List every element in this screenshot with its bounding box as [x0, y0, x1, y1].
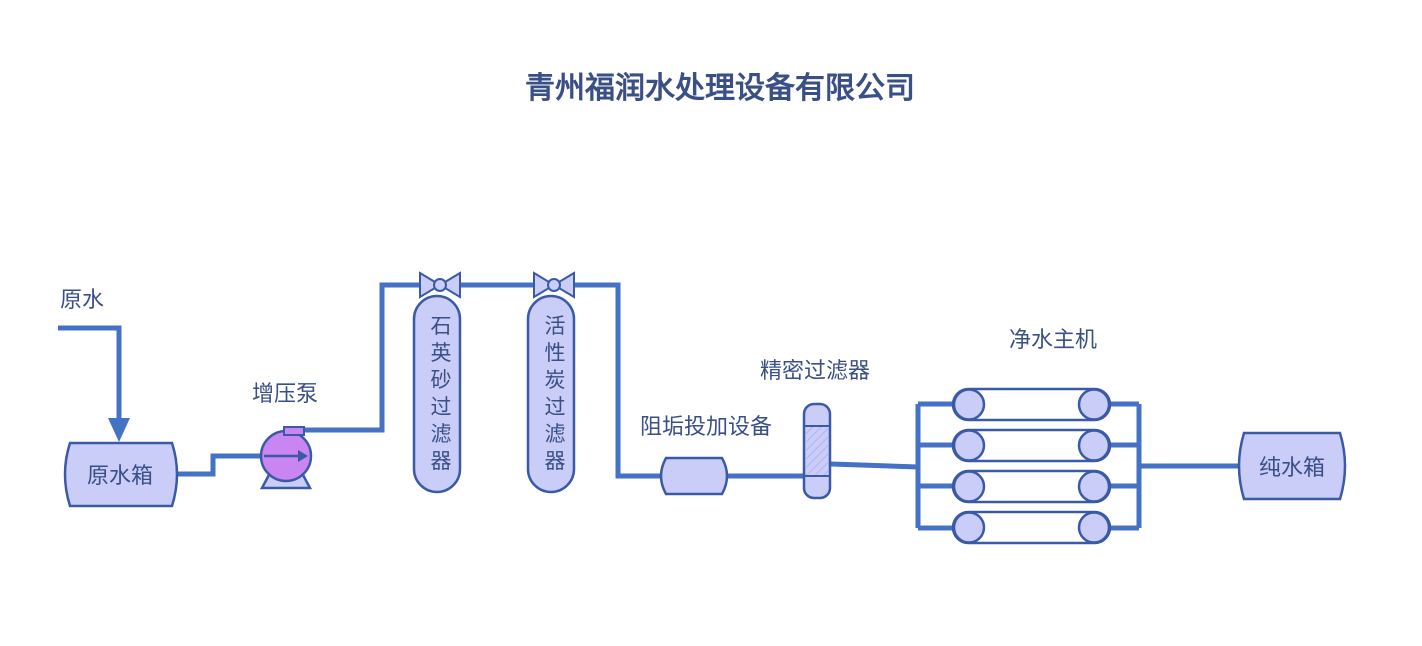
valve-icon: [533, 271, 575, 299]
tank-to-pump-pipe: [176, 453, 262, 477]
ro-branch-pipes: [918, 401, 1139, 531]
valve-icon: [419, 271, 461, 299]
antiscalant-dosing-unit: [659, 456, 729, 496]
pure-tank-label: 纯水箱: [1259, 456, 1325, 481]
precision-filter-label: 精密过滤器: [760, 359, 870, 384]
booster-pump-label: 增压泵: [252, 382, 318, 407]
pump-to-sand-filter-pipe: [300, 282, 440, 433]
pure-water-tank: [1237, 431, 1347, 501]
raw-water-label: 原水: [60, 288, 104, 313]
diagram-title: 青州福润水处理设备有限公司: [525, 71, 915, 106]
precision-filter: [802, 402, 832, 500]
flow-arrow-icon: [108, 418, 130, 442]
raw-water-tank: [63, 441, 179, 508]
precision-to-ro-pipe: [830, 461, 919, 470]
quartz-sand-filter: [412, 294, 462, 494]
carbon-to-antiscalant-pipe: [554, 282, 662, 479]
raw-tank-label: 原水箱: [87, 464, 153, 489]
activated-carbon-filter: [526, 294, 576, 494]
booster-pump: [259, 426, 313, 490]
sand-filter-label: 石英砂过滤器: [431, 314, 452, 473]
ro-membranes: [951, 387, 1112, 545]
ro-unit-label: 净水主机: [1009, 328, 1097, 353]
carbon-filter-label: 活性炭过滤器: [545, 314, 566, 473]
inlet-pipe: [58, 325, 122, 420]
antiscalant-label: 阻垢投加设备: [640, 415, 772, 440]
